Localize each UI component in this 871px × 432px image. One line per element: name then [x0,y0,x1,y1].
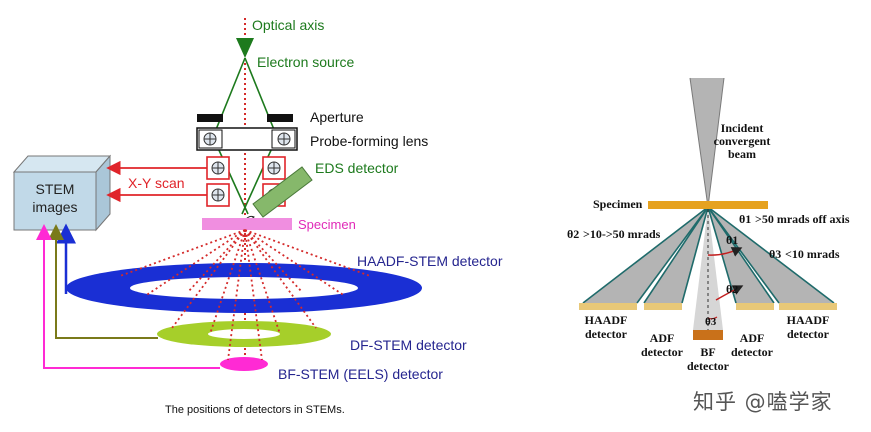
theta2-label: θ2 [726,282,738,296]
left-stem-schematic: STEM images [12,17,503,416]
electron-source-icon [236,38,254,58]
theta2-arc [715,285,744,301]
bf-disk [220,357,268,371]
haadf-detector-left [579,303,637,310]
optical-axis-label: Optical axis [252,17,324,33]
cable-df [48,224,158,339]
df-label: DF-STEM detector [350,337,467,353]
specimen-left [202,218,292,230]
aperture-icon [197,114,293,122]
beam-label-3: beam [728,147,756,161]
caption: The positions of detectors in STEMs. [165,404,345,416]
stem-images-box: STEM images [12,154,112,232]
adf-left-label: ADF [650,331,675,345]
detector-bars [579,303,837,340]
haadf-right-label: HAADF [787,313,830,327]
haadf-left-label: HAADF [585,313,628,327]
electron-source-label: Electron source [257,54,354,70]
bf-detector [693,330,723,340]
specimen-right-label: Specimen [593,197,643,211]
bf-label-right: BF [700,345,715,359]
right-detector-geometry: Incident convergent beam Specimen [567,77,850,373]
cable-bf [36,224,220,369]
xy-scan-label: X-Y scan [128,175,185,191]
bf-label: BF-STEM (EELS) detector [278,366,443,382]
theta3-text: <10 mrads [785,247,840,261]
haadf-left-word: detector [585,327,628,341]
incident-beam-cone [690,78,724,207]
theta1-arc [707,247,743,257]
scatter-lines [119,229,371,361]
bf-word: detector [687,359,730,373]
cone-edges [582,206,835,304]
theta3-arc [707,316,718,320]
probe-lens-label: Probe-forming lens [310,133,428,149]
theta2-text-prefix: θ2 [567,227,579,241]
theta3-label: θ3 [705,316,717,328]
stem-images-line2: images [32,199,77,215]
theta1-text: >50 mrads off axis [755,212,850,226]
theta1-text-prefix: θ1 [739,212,751,226]
theta3-text-prefix: θ3 [769,247,781,261]
watermark: 知乎 @嗑学家 [693,390,833,414]
aperture-label: Aperture [310,109,364,125]
theta1-label: θ1 [726,233,738,247]
adf-left-word: detector [641,345,684,359]
eds-detector-label: EDS detector [315,160,399,176]
specimen-left-label: Specimen [298,217,356,232]
probe-lens-icon [196,127,298,151]
adf-detector-right [736,303,774,310]
beam-label-2: convergent [714,134,771,148]
haadf-detector-right [779,303,837,310]
stem-images-line1: STEM [36,181,75,197]
adf-right-label: ADF [740,331,765,345]
haadf-right-word: detector [787,327,830,341]
adf-detector-left [644,303,682,310]
haadf-label: HAADF-STEM detector [357,253,503,269]
theta2-text: >10->50 mrads [583,227,661,241]
beam-label-1: Incident [721,121,764,135]
adf-right-word: detector [731,345,774,359]
xy-scan-arrows [106,160,207,203]
specimen-right [648,201,768,209]
